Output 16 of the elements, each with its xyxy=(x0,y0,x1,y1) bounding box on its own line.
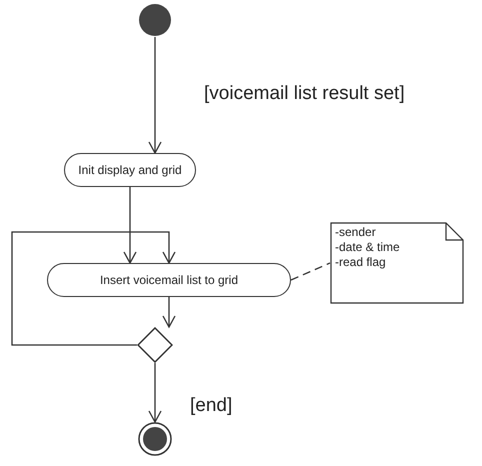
note-text: -date & time xyxy=(335,240,400,255)
arrow xyxy=(148,37,162,154)
dashed-connector xyxy=(290,262,330,281)
decision-diamond xyxy=(137,327,173,363)
arrow xyxy=(123,187,137,264)
arrow xyxy=(148,363,162,423)
action-box: Init display and grid xyxy=(64,153,196,187)
guard-label: [voicemail list result set] xyxy=(204,84,405,103)
action-box: Insert voicemail list to grid xyxy=(47,263,291,297)
arrow xyxy=(162,297,176,328)
final-node xyxy=(138,422,172,456)
note-text: -sender xyxy=(335,225,377,240)
arrow xyxy=(11,231,176,346)
note-text: -read flag xyxy=(335,255,387,270)
initial-node xyxy=(138,3,172,37)
guard-label: [end] xyxy=(190,396,232,415)
